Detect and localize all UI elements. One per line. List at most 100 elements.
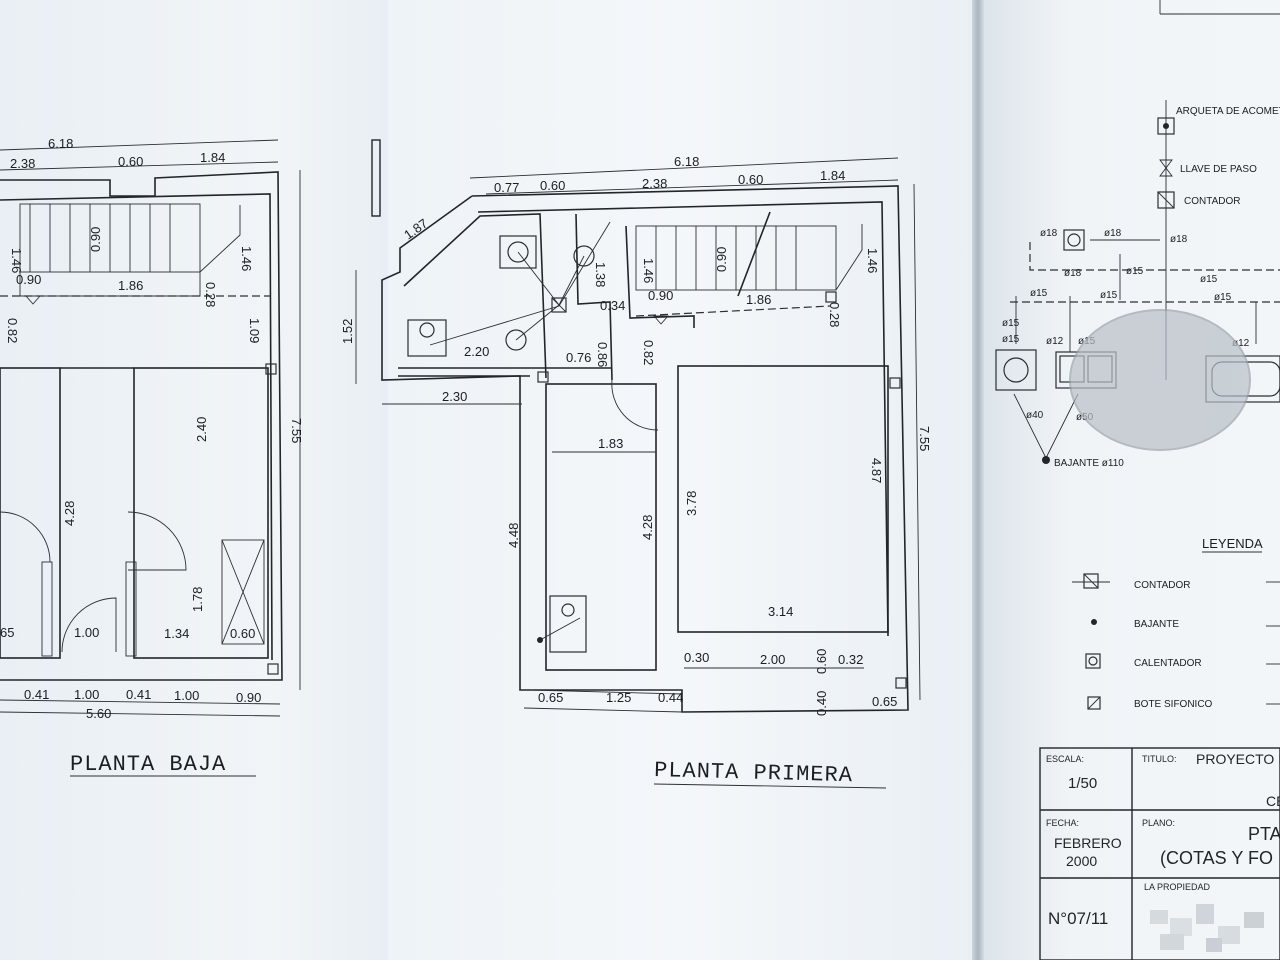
bajante-label: BAJANTE ø110 (1054, 458, 1124, 469)
pipe-label: ø15 (1200, 274, 1218, 285)
titulo-line2: CE (1266, 793, 1280, 809)
right-sheet (982, 0, 1280, 960)
legend: LEYENDA CONTADOR BAJANTE CALENTADOR BOTE… (1072, 536, 1280, 710)
p1-dim-448: 4.48 (506, 523, 521, 548)
arqueta-label: ARQUETA DE ACOMETID (1176, 106, 1280, 117)
p1-dim-060b: 0.60 (738, 172, 763, 187)
dim-top-c: 1.84 (200, 150, 225, 165)
p1-dim-086: 0.86 (595, 342, 610, 367)
p1-dim-060: 0.60 (814, 649, 829, 674)
stairs-right (635, 211, 863, 297)
middle-sheet (388, 0, 980, 960)
stairs-left (19, 203, 241, 297)
kitchen-sink (549, 595, 587, 653)
p1-dim-230: 2.30 (442, 389, 467, 404)
pipe-label: ø15 (1214, 292, 1232, 303)
dim-right-109: 1.09 (247, 318, 262, 343)
pipe-label: ø18 (1040, 228, 1058, 239)
dim-bottom-041a: 0.41 (24, 687, 49, 702)
p1-dim-187: 1.87 (401, 216, 430, 243)
p1-dim-186: 1.86 (746, 292, 771, 307)
dim-left-082: 0.82 (5, 318, 20, 343)
p1-dim-183: 1.83 (598, 436, 623, 451)
plano-line2: (COTAS Y FO (1160, 848, 1273, 868)
heater-fixture (995, 349, 1037, 391)
p1-dim-238: 2.38 (642, 176, 667, 191)
pipe-label: ø12 (1046, 336, 1064, 347)
p1-dim-077: 0.77 (494, 180, 519, 195)
dim-room-428: 4.28 (62, 501, 77, 526)
pipe-label: ø18 (1064, 268, 1082, 279)
p1-dim-total-top: 6.18 (674, 154, 699, 169)
pipe-label: ø15 (1030, 288, 1048, 299)
dim-room-060: 0.60 (230, 626, 255, 641)
dim-room-240: 2.40 (194, 417, 209, 442)
dim-door-100: 1.00 (74, 625, 99, 640)
plumbing-schematic: ARQUETA DE ACOMETID LLAVE DE PASO CONTAD… (995, 0, 1280, 469)
downpipe-icon (1091, 619, 1097, 625)
pipe-label: ø40 (1026, 410, 1044, 421)
plan-number: N°07/11 (1048, 909, 1108, 928)
meter-icon (1072, 573, 1110, 589)
heater-icon (1085, 653, 1101, 669)
left-sheet (0, 0, 390, 960)
escala-value: 1/50 (1068, 775, 1097, 792)
titulo-label: TITULO: (1142, 754, 1177, 764)
p1-dim-065a: 0.65 (538, 690, 563, 705)
p1-dim-082: 0.82 (641, 340, 656, 365)
titulo-value: PROYECTO E (1196, 751, 1280, 767)
p1-dim-034: 0.34 (600, 298, 625, 313)
p1-dim-040: 0.40 (814, 691, 829, 716)
legend-item-label: CALENTADOR (1134, 658, 1202, 669)
dim-partial-65: 65 (0, 625, 14, 640)
p1-dim-200: 2.00 (760, 652, 785, 667)
p1-dim-138: 1.38 (593, 262, 608, 287)
plano-value: PTA (1248, 824, 1280, 844)
p1-dim-w-090: 0.90 (648, 288, 673, 303)
dim-stair-146-left: 1.46 (9, 248, 24, 273)
p1-dim-065b: 0.65 (872, 694, 897, 709)
dim-width-090: 0.90 (16, 272, 41, 287)
dim-bottom-090: 0.90 (236, 690, 261, 705)
planta-primera-plan: 6.18 0.77 0.60 2.38 0.60 1.84 1.87 1.52 … (340, 154, 932, 789)
p1-dim-378: 3.78 (684, 491, 699, 516)
dim-bottom-100a: 1.00 (74, 687, 99, 702)
dim-stair-146-right: 1.46 (239, 246, 254, 271)
contador-label: CONTADOR (1184, 196, 1240, 207)
paper-fold (972, 0, 984, 960)
legend-item-label: CONTADOR (1134, 580, 1190, 591)
dim-stair-090: 0.90 (88, 227, 103, 252)
fecha-year: 2000 (1066, 853, 1097, 869)
p1-dim-125: 1.25 (606, 690, 631, 705)
dim-total-bottom: 5.60 (86, 706, 111, 721)
pipe-label: ø15 (1100, 290, 1118, 301)
dim-bottom-041b: 0.41 (126, 687, 151, 702)
legend-item-label: BOTE SIFONICO (1134, 699, 1213, 710)
p1-dim-428: 4.28 (640, 515, 655, 540)
title-block: ESCALA: 1/50 TITULO: PROYECTO E CE FECHA… (1039, 747, 1280, 960)
pipe-label: ø15 (1126, 266, 1144, 277)
p1-dim-314: 3.14 (768, 604, 793, 619)
plano-label: PLANO: (1142, 818, 1175, 828)
sink-fixture (505, 329, 527, 351)
pipe-label: ø18 (1170, 234, 1188, 245)
p1-dim-028: 0.28 (827, 302, 842, 327)
dim-step-028: 0.28 (203, 282, 218, 307)
p1-dim-487: 4.87 (869, 458, 884, 483)
p1-dim-032: 0.32 (838, 652, 863, 667)
p1-dim-152: 1.52 (340, 319, 355, 344)
dim-bottom-100b: 1.00 (174, 688, 199, 703)
pipe-label: ø12 (1232, 338, 1250, 349)
p1-dim-184: 1.84 (820, 168, 845, 183)
p1-dim-030: 0.30 (684, 650, 709, 665)
p1-dim-076: 0.76 (566, 350, 591, 365)
p1-dim-220: 2.20 (464, 344, 489, 359)
shower-fixture (407, 319, 447, 357)
toilet-fixture (499, 235, 537, 269)
p1-dim-755: 7.55 (917, 426, 932, 451)
plan-title-baja: PLANTA BAJA (70, 752, 226, 777)
signature-blur (1150, 904, 1264, 952)
trap-icon (1087, 696, 1101, 710)
dim-landing-186: 1.86 (118, 278, 143, 293)
dim-total-top: 6.18 (48, 136, 73, 151)
